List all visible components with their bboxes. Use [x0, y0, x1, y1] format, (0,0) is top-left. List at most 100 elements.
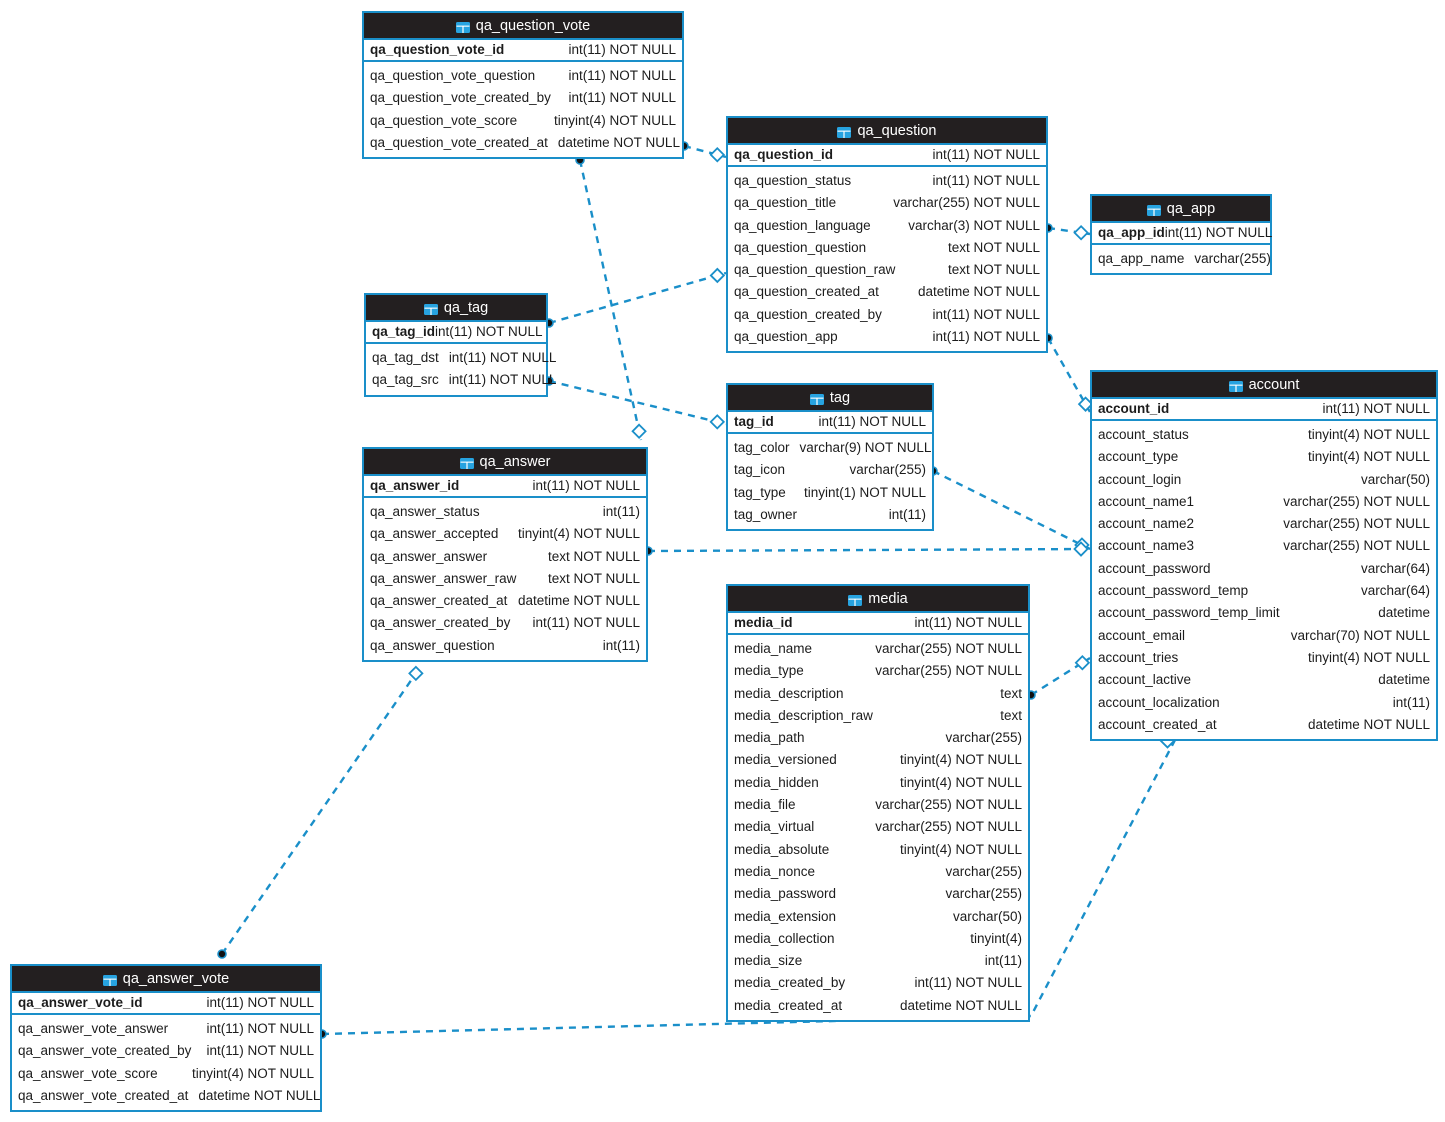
table-header-account[interactable]: account: [1092, 372, 1436, 399]
table-header-qa_answer[interactable]: qa_answer: [364, 449, 646, 476]
table-name: qa_question_vote: [475, 17, 591, 34]
column-name: qa_question_language: [734, 217, 871, 233]
table-name: media: [868, 590, 908, 607]
table-name: tag: [829, 389, 851, 406]
table-header-media[interactable]: media: [728, 586, 1028, 613]
column-name: account_name1: [1098, 493, 1195, 509]
table-header-qa_tag[interactable]: qa_tag: [366, 295, 546, 322]
relation-target-diamond: [709, 267, 726, 284]
column-name: tag_color: [734, 440, 790, 455]
table-header-qa_question_vote[interactable]: qa_question_vote: [364, 13, 682, 40]
column-type: varchar(50): [1360, 471, 1430, 487]
table-header-tag[interactable]: tag: [728, 385, 932, 412]
table-icon: [848, 594, 863, 606]
table-header-qa_answer_vote[interactable]: qa_answer_vote: [12, 966, 320, 993]
column-type: int(11) NOT NULL: [932, 329, 1040, 345]
table-header-qa_question[interactable]: qa_question: [728, 118, 1046, 145]
table-header-qa_app[interactable]: qa_app: [1092, 196, 1270, 223]
column-name: qa_question_status: [734, 173, 852, 188]
